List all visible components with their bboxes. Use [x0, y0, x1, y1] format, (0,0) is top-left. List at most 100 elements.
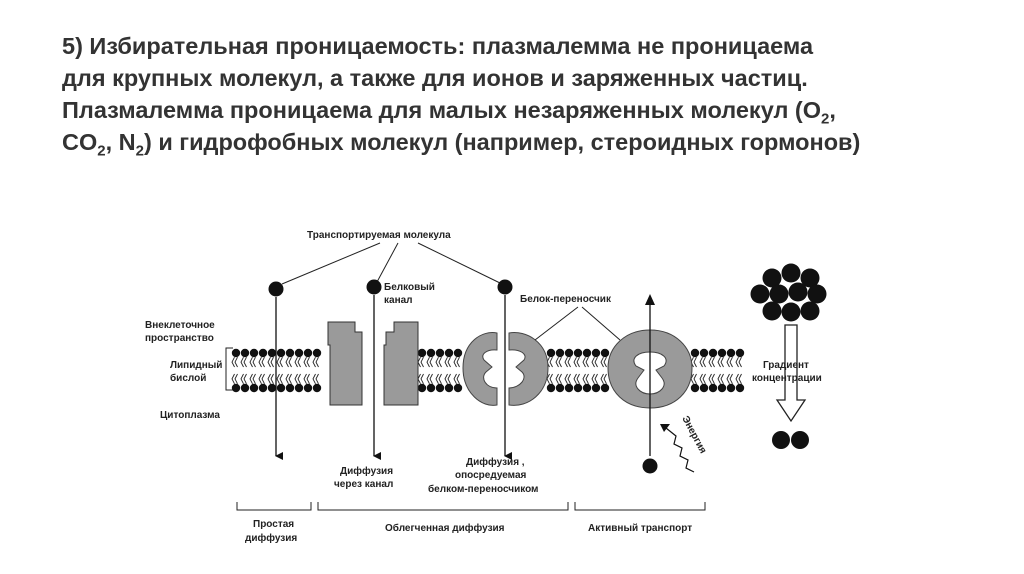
phospholipid-tail — [576, 356, 580, 368]
phospholipid-head — [303, 348, 313, 358]
phospholipid-head — [573, 383, 583, 393]
phospholipid-head — [699, 348, 709, 358]
phospholipid-tail — [279, 356, 283, 368]
carrier-pointer-line-1 — [534, 306, 579, 341]
phospholipid-tail — [573, 356, 577, 368]
phospholipid-tail — [693, 356, 697, 368]
heading-line-4: CO2, N2) и гидрофобных молекул (например… — [62, 126, 1002, 160]
heading-bold-title: 5) Избирательная проницаемость: — [62, 33, 466, 59]
phospholipid-tail — [564, 373, 568, 385]
label-energy: Энергия — [679, 414, 708, 455]
label-facilitated-diffusion: Облегченная диффузия — [385, 522, 505, 534]
molecule-pointer-lines — [281, 242, 621, 341]
phospholipid-tail — [735, 356, 739, 368]
phospholipid-tail — [315, 356, 319, 368]
phospholipid-tail — [456, 373, 460, 385]
phospholipid-head — [294, 348, 304, 358]
phospholipid-tail — [297, 373, 301, 385]
energy-arrow-head — [660, 424, 670, 432]
heading-sub-co2: 2 — [97, 142, 106, 160]
phospholipid-head — [285, 383, 295, 393]
cluster-molecule — [788, 282, 808, 302]
phospholipid-head — [444, 383, 454, 393]
slide-heading: 5) Избирательная проницаемость: плазмале… — [62, 30, 1002, 160]
phospholipid-head — [453, 348, 463, 358]
phospholipid-tail — [567, 356, 571, 368]
phospholipid-head — [276, 383, 286, 393]
phospholipid-head — [699, 383, 709, 393]
phospholipid-tail — [702, 373, 706, 385]
phospholipid-head — [582, 348, 592, 358]
phospholipid-tail — [720, 373, 724, 385]
label-channel-diffusion-line-1: Диффузия — [340, 465, 393, 477]
phospholipid-head — [435, 383, 445, 393]
phospholipid-tail — [252, 356, 256, 368]
phospholipid-head — [258, 383, 268, 393]
phospholipid-tail — [549, 356, 553, 368]
heading-line-1: 5) Избирательная проницаемость: плазмале… — [62, 30, 1002, 62]
phospholipid-tail — [429, 373, 433, 385]
phospholipid-tail — [435, 373, 439, 385]
phospholipid-tail — [420, 356, 424, 368]
bracket-simple-diffusion — [236, 502, 312, 511]
phospholipid-head — [249, 348, 259, 358]
phospholipid-tail — [270, 356, 274, 368]
phospholipid-tail — [735, 373, 739, 385]
phospholipid-head — [600, 383, 610, 393]
label-channel-line-2: канал — [384, 295, 413, 306]
label-carrier-diffusion-line-1: Диффузия , — [466, 456, 525, 468]
heading-sub-o2: 2 — [821, 110, 830, 128]
label-simple-diffusion-line-2: диффузия — [245, 532, 297, 544]
phospholipid-tail — [249, 356, 253, 368]
cluster-molecule — [769, 284, 789, 304]
phospholipid-tail — [288, 356, 292, 368]
phospholipid-tail — [576, 373, 580, 385]
phospholipid-tail — [729, 373, 733, 385]
phospholipid-tail — [267, 356, 271, 368]
label-gradient-line-1: Градиент — [763, 360, 809, 371]
phospholipid-head — [564, 348, 574, 358]
phospholipid-tail — [558, 373, 562, 385]
phospholipid-head — [690, 383, 700, 393]
phospholipid-head — [573, 348, 583, 358]
energy-zigzag — [665, 427, 695, 473]
phospholipid-head — [591, 383, 601, 393]
phospholipid-tail — [555, 356, 559, 368]
gradient-high-concentration-cluster — [750, 263, 827, 322]
phospholipid-tail — [288, 373, 292, 385]
phospholipid-tail — [591, 356, 595, 368]
phospholipid-tail — [594, 356, 598, 368]
molecule-simple — [268, 281, 284, 297]
phospholipid-head — [240, 348, 250, 358]
phospholipid-tail — [591, 373, 595, 385]
phospholipid-head — [582, 383, 592, 393]
cluster-molecule — [750, 284, 770, 304]
phospholipid-tail — [243, 373, 247, 385]
phospholipid-tail — [726, 356, 730, 368]
cluster-molecule — [807, 284, 827, 304]
phospholipid-head — [555, 348, 565, 358]
heading-line-1-text: плазмалемма не проницаема — [465, 33, 814, 59]
label-simple-diffusion-line-1: Простая — [253, 519, 294, 530]
phospholipid-head — [231, 348, 241, 358]
gradient-arrow-shape — [775, 324, 807, 423]
carrier-protein-1 — [462, 332, 549, 406]
phospholipid-head — [717, 383, 727, 393]
label-extracellular-line-1: Внеклеточное — [145, 320, 215, 331]
phospholipid-tail — [555, 373, 559, 385]
low-molecule — [791, 431, 809, 449]
molecule-channel — [366, 279, 382, 295]
phospholipid-tail — [594, 373, 598, 385]
phospholipid-head — [591, 348, 601, 358]
phospholipid-tail — [720, 356, 724, 368]
phospholipid-head — [231, 383, 241, 393]
phospholipid-head — [546, 348, 556, 358]
phospholipid-tail — [603, 356, 607, 368]
heading-line-4-co: CO — [62, 129, 98, 155]
low-molecule — [772, 431, 790, 449]
phospholipid-head — [240, 383, 250, 393]
phospholipid-tail — [276, 373, 280, 385]
carrier-pointer-line-2 — [581, 306, 621, 341]
bracket-left — [225, 347, 233, 391]
